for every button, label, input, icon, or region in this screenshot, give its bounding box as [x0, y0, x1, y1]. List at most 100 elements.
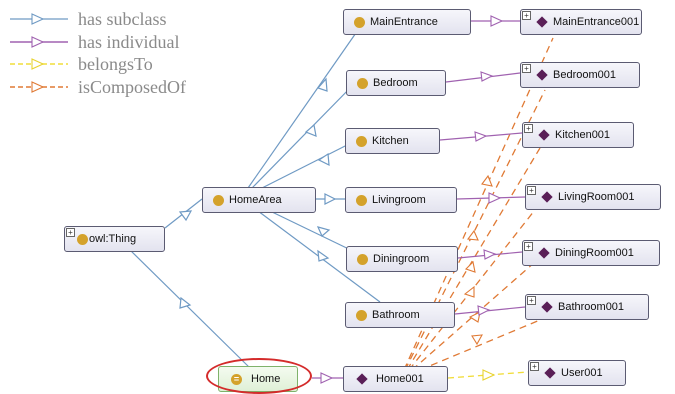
node-label: MainEntrance001: [553, 16, 640, 28]
node-label: owl:Thing: [89, 233, 137, 245]
node-label: Livingroom: [372, 194, 426, 206]
expand-plus-icon[interactable]: +: [66, 228, 75, 237]
subclass-line-icon: [10, 13, 68, 25]
individual-node-bathroom001[interactable]: + Bathroom001: [525, 294, 649, 320]
node-label: Bedroom: [373, 77, 418, 89]
iscomposedof-line-icon: [10, 80, 68, 93]
class-dot-icon: [213, 195, 224, 206]
node-label: Bedroom001: [553, 69, 616, 81]
arrowhead-iscomposedof-2: [466, 229, 479, 241]
expand-plus-icon[interactable]: +: [524, 242, 533, 251]
class-dot-icon: [77, 234, 88, 245]
individual-diamond-icon: [538, 129, 550, 141]
node-label: DiningRoom001: [555, 247, 634, 259]
highlight-ellipse: [206, 358, 312, 394]
node-label: Kitchen: [372, 135, 409, 147]
node-label: Diningroom: [373, 253, 430, 265]
edge-bathroom-individual: [454, 306, 526, 315]
arrowhead-ind-livingroom: [488, 192, 502, 204]
arrowhead-homearea-bedroom: [304, 123, 317, 137]
arrowhead-ind-bathroom: [477, 305, 491, 316]
edge-homearea-diningroom: [269, 210, 358, 254]
arrowhead-iscomposedof-1: [481, 174, 493, 187]
expand-plus-icon[interactable]: +: [524, 124, 533, 133]
class-dot-icon: [357, 254, 368, 265]
class-node-diningroom[interactable]: Diningroom: [346, 246, 458, 272]
legend-label-individual: has individual: [78, 31, 180, 52]
individual-diamond-icon: [536, 16, 548, 28]
arrowhead-thing-home: [179, 296, 192, 309]
edge-homearea-bedroom: [251, 81, 357, 189]
class-node-bedroom[interactable]: Bedroom: [346, 70, 446, 96]
individual-diamond-icon: [538, 247, 550, 259]
node-label: LivingRoom001: [558, 191, 635, 203]
node-label: Kitchen001: [555, 129, 611, 141]
arrowhead-ind-bedroom: [480, 71, 494, 82]
node-label: HomeArea: [229, 194, 282, 206]
class-dot-icon: [356, 136, 367, 147]
individual-node-bedroom001[interactable]: + Bedroom001: [520, 62, 640, 88]
node-label: User001: [561, 367, 603, 379]
arrowhead-belongsto: [482, 369, 496, 381]
individual-node-diningroom001[interactable]: + DiningRoom001: [522, 240, 660, 266]
arrowhead-homearea-diningroom: [316, 226, 331, 237]
class-node-kitchen[interactable]: Kitchen: [345, 128, 440, 154]
node-label: MainEntrance: [370, 16, 438, 28]
node-label: Bathroom001: [558, 301, 625, 313]
individual-node-livingroom001[interactable]: + LivingRoom001: [525, 184, 661, 210]
class-node-thing[interactable]: + owl:Thing: [64, 226, 165, 252]
individual-line-icon: [10, 35, 68, 48]
edge-home001-bathroom001: [419, 319, 541, 371]
expand-plus-icon[interactable]: +: [530, 362, 539, 371]
expand-plus-icon[interactable]: +: [522, 11, 531, 20]
edge-thing-home: [127, 247, 253, 371]
arrowhead-homearea-kitchen: [317, 152, 330, 167]
arrowhead-iscomposedof-5: [468, 311, 481, 323]
expand-plus-icon[interactable]: +: [527, 186, 536, 195]
iscomposedof-arrowheads: [463, 174, 493, 346]
legend-label-iscomposedof: isComposedOf: [78, 76, 186, 97]
class-dot-icon: [354, 17, 365, 28]
individual-diamond-icon: [356, 373, 368, 385]
class-node-bathroom[interactable]: Bathroom: [345, 302, 455, 328]
legend-label-belongsto: belongsTo: [78, 54, 153, 74]
class-dot-icon: [356, 310, 367, 321]
arrowhead-ind-mainentrance: [490, 15, 504, 27]
class-node-homearea[interactable]: HomeArea: [202, 187, 316, 213]
arrowhead-homearea-mainentrance: [316, 77, 328, 92]
arrowhead-homearea-bathroom: [317, 249, 330, 262]
node-label: Home001: [376, 373, 424, 385]
arrowhead-ind-diningroom: [483, 249, 497, 260]
subclass-edges: [127, 29, 381, 371]
expand-plus-icon[interactable]: +: [527, 296, 536, 305]
edge-home001-diningroom001: [411, 261, 536, 371]
class-node-livingroom[interactable]: Livingroom: [345, 187, 457, 213]
individual-node-user001[interactable]: + User001: [528, 360, 626, 386]
edge-home001-livingroom001: [408, 205, 539, 371]
class-dot-icon: [357, 78, 368, 89]
individual-node-kitchen001[interactable]: + Kitchen001: [522, 122, 634, 148]
edge-homearea-kitchen: [261, 140, 356, 189]
class-node-mainentrance[interactable]: MainEntrance: [343, 9, 471, 35]
arrowhead-iscomposedof-3: [464, 260, 476, 273]
individual-arrowheads: [320, 15, 504, 384]
arrowhead-homearea-livingroom: [324, 193, 337, 205]
node-label: Bathroom: [372, 309, 420, 321]
individual-diamond-icon: [544, 367, 556, 379]
individual-node-home001[interactable]: Home001: [343, 366, 448, 392]
class-dot-icon: [356, 195, 367, 206]
legend-label-subclass: has subclass: [78, 9, 167, 29]
arrowhead-thing-homearea: [178, 210, 193, 222]
individual-node-mainentrance001[interactable]: + MainEntrance001: [520, 9, 642, 35]
subclass-arrowheads: [178, 77, 337, 309]
arrowhead-ind-home: [320, 372, 334, 384]
individual-diamond-icon: [541, 191, 553, 203]
expand-plus-icon[interactable]: +: [522, 64, 531, 73]
belongsto-line-icon: [10, 58, 68, 70]
edge-homearea-mainentrance: [247, 29, 359, 189]
arrowhead-iscomposedof-6: [471, 334, 483, 346]
individual-diamond-icon: [536, 69, 548, 81]
arrowhead-iscomposedof-4: [463, 285, 475, 298]
arrowhead-ind-kitchen: [474, 131, 488, 142]
individual-diamond-icon: [541, 301, 553, 313]
